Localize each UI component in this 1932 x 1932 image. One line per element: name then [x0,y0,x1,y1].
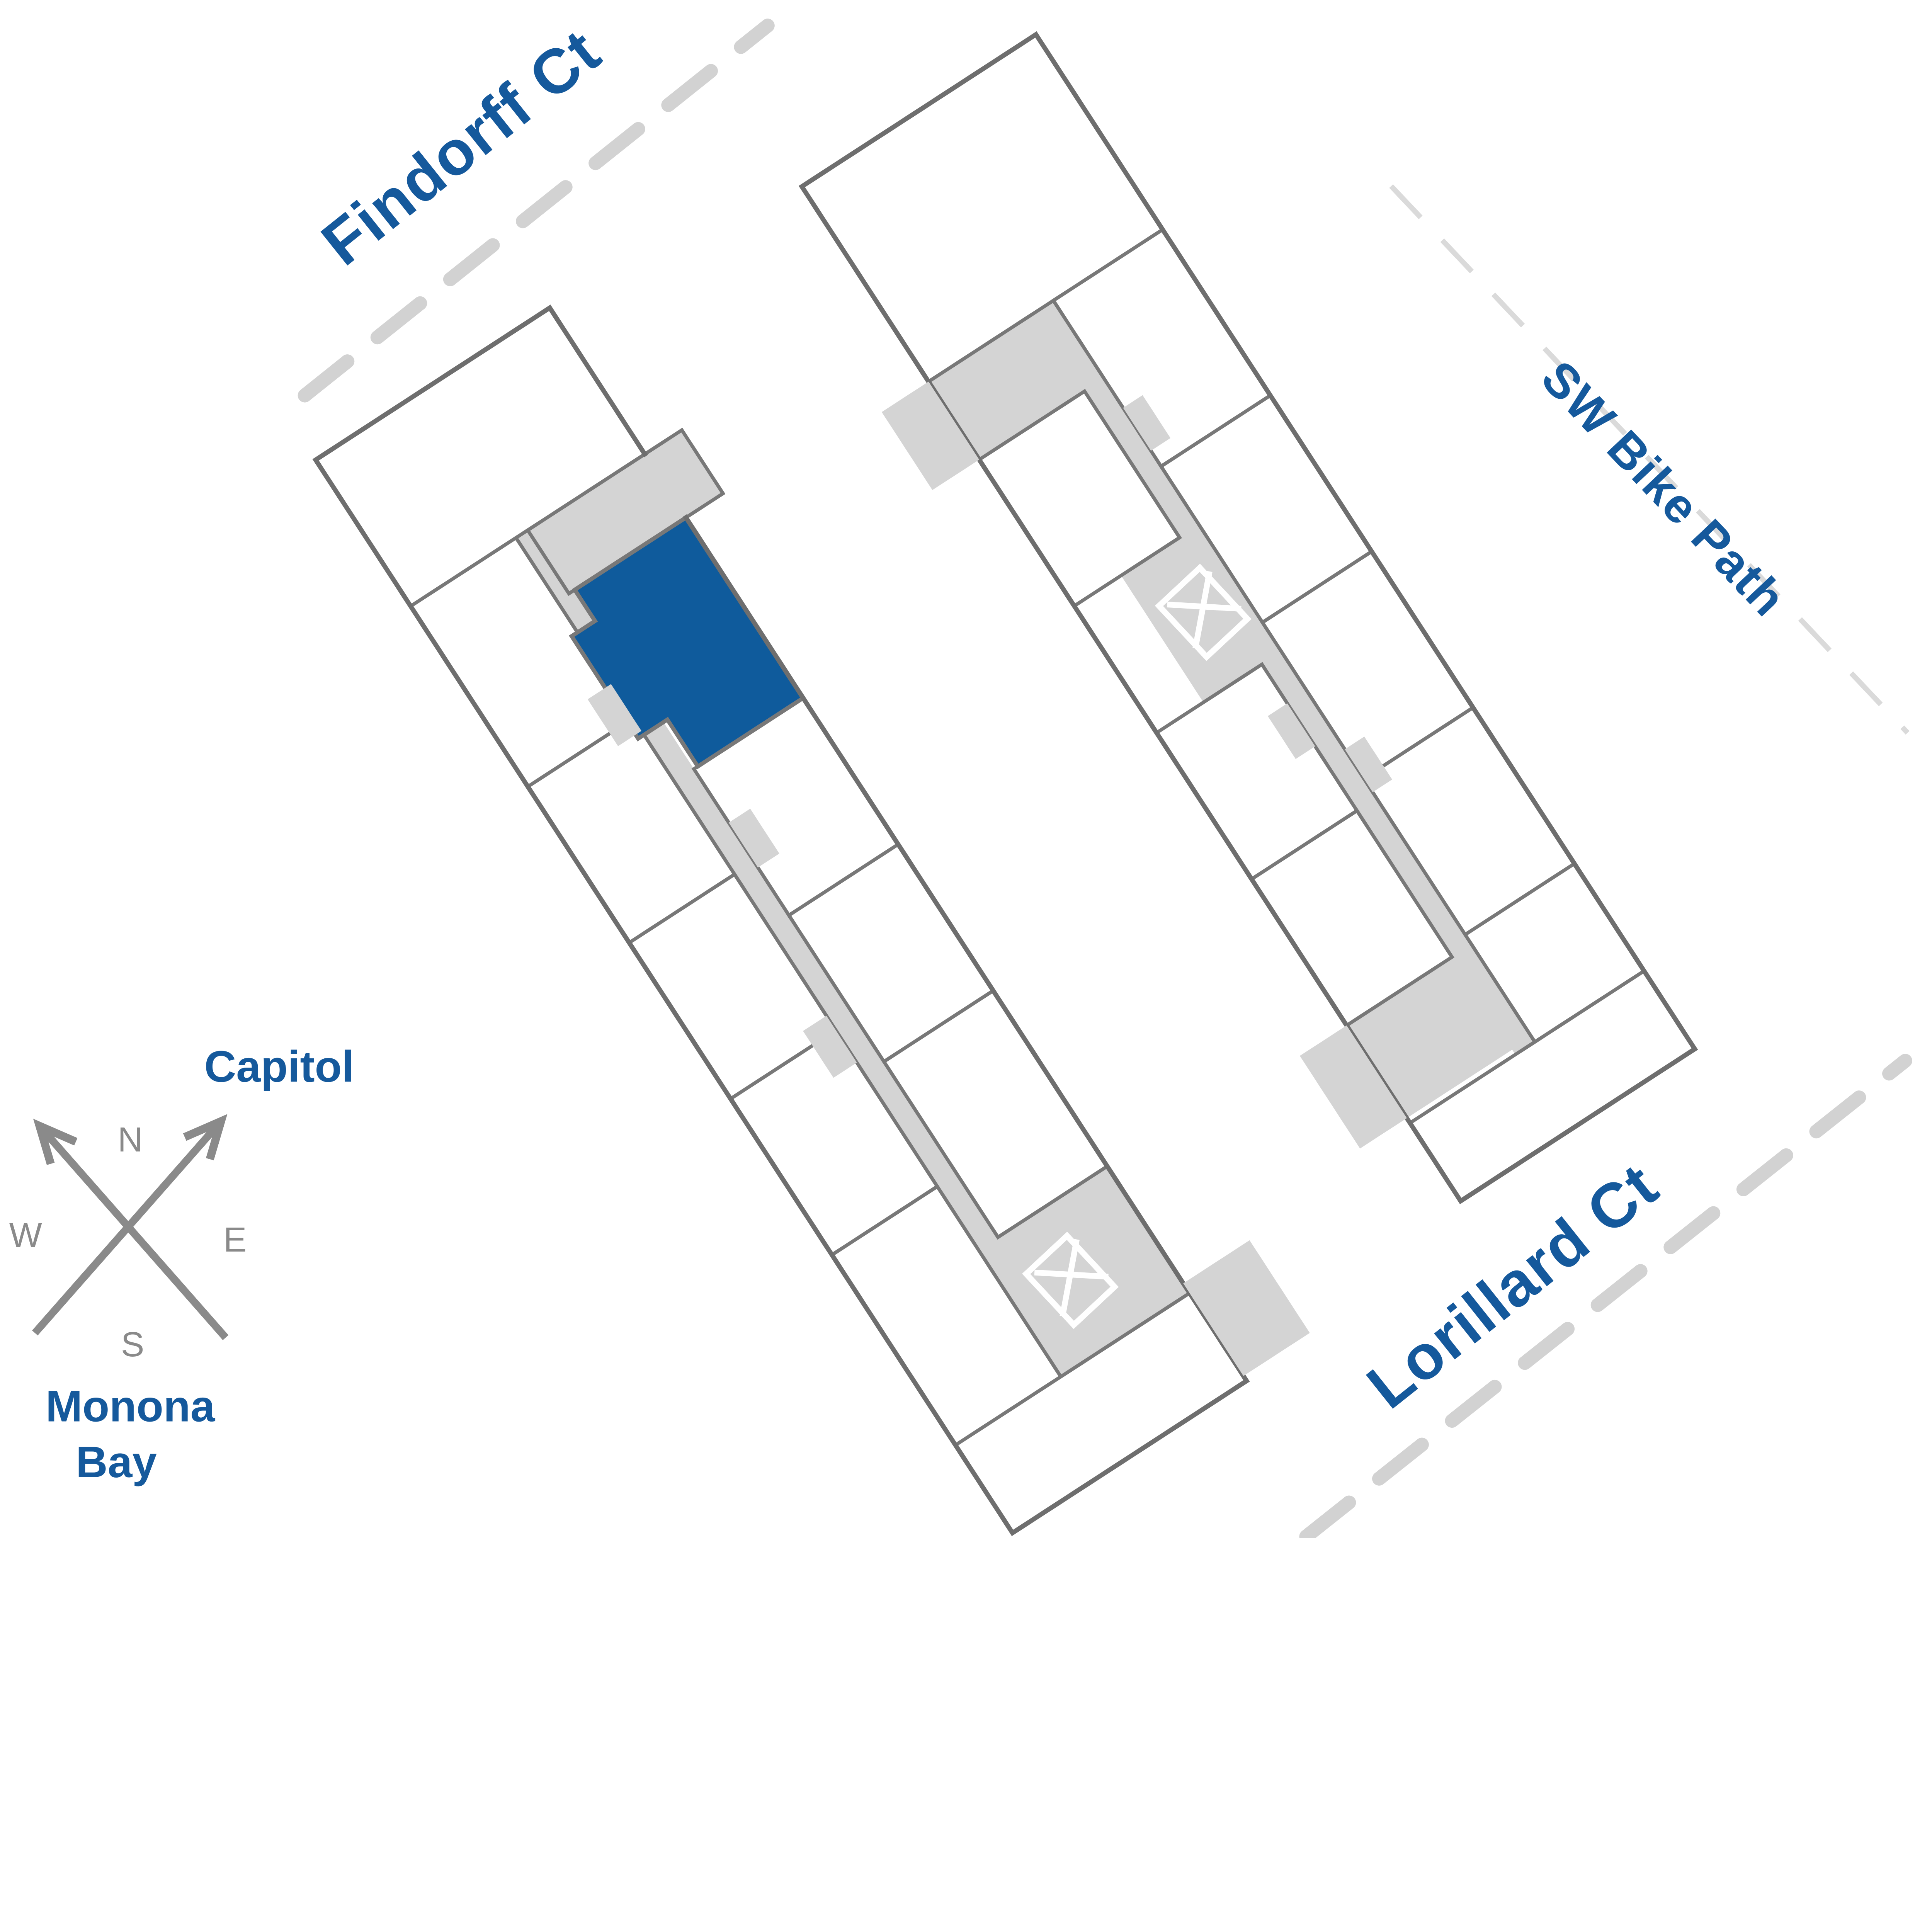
street-bike-path: SW Bike Path [1389,184,1910,735]
elevator-x-stroke [1192,571,1213,649]
elevator-icon [1155,563,1252,661]
unit-entry-notch [1267,703,1315,759]
corridor-entry [535,433,720,588]
building-group [312,304,1310,1536]
lorillard-street-dashed-line [1299,1054,1912,1538]
compass-east-label: E [223,1220,247,1259]
compass-south-label: S [121,1325,144,1364]
building-outline [798,31,1698,1204]
landmark-monona-bay-line1: Monona [46,1381,216,1431]
unit-entry-notch [1345,736,1392,793]
corridor [516,525,1080,1377]
corridor [929,305,1097,460]
unit-entry-notch [1123,395,1171,451]
elevator-box [1022,1231,1119,1329]
corridor-entry [1183,1240,1310,1376]
landmark-monona-bay-line2: Bay [76,1437,157,1487]
compass: N W E S [9,1114,247,1364]
compass-northeast-arrowhead-icon [183,1114,228,1160]
building-group [798,31,1698,1204]
compass-west-label: W [9,1216,42,1255]
elevator-icon [1022,1231,1119,1329]
compass-northwest-arrowhead-icon [33,1119,78,1165]
building-outline [312,304,1250,1536]
findorff-street-label: Findorff Ct [309,16,614,279]
unit-entry-notch [803,1015,857,1078]
corridor-entry [881,381,980,490]
landmark-capitol: Capitol [204,1042,354,1092]
corridor [1034,300,1535,1055]
highlighted-unit[interactable] [551,515,806,785]
elevator-x-stroke [1060,1239,1080,1317]
building-east [798,31,1698,1204]
site-map: Findorff Ct SW Bike Path Lorillard Ct N … [9,15,1912,1538]
findorff-street-dashed-line [298,19,775,403]
corridor [1347,954,1516,1118]
elevator-x-stroke [1034,1269,1109,1280]
unit-entry-notch [728,808,779,868]
unit-entry-notch [587,684,642,746]
compass-northwest-arrow-line [37,1123,229,1340]
corridor-entry [1299,1025,1407,1149]
street-lorillard: Lorillard Ct [1299,1054,1912,1538]
building-west [312,304,1310,1536]
bike-path-label: SW Bike Path [1531,350,1797,627]
elevator-x-stroke [1167,602,1242,612]
elevator-box [1155,563,1252,661]
compass-north-label: N [118,1120,143,1159]
bike-path-dashed-line [1389,184,1910,735]
